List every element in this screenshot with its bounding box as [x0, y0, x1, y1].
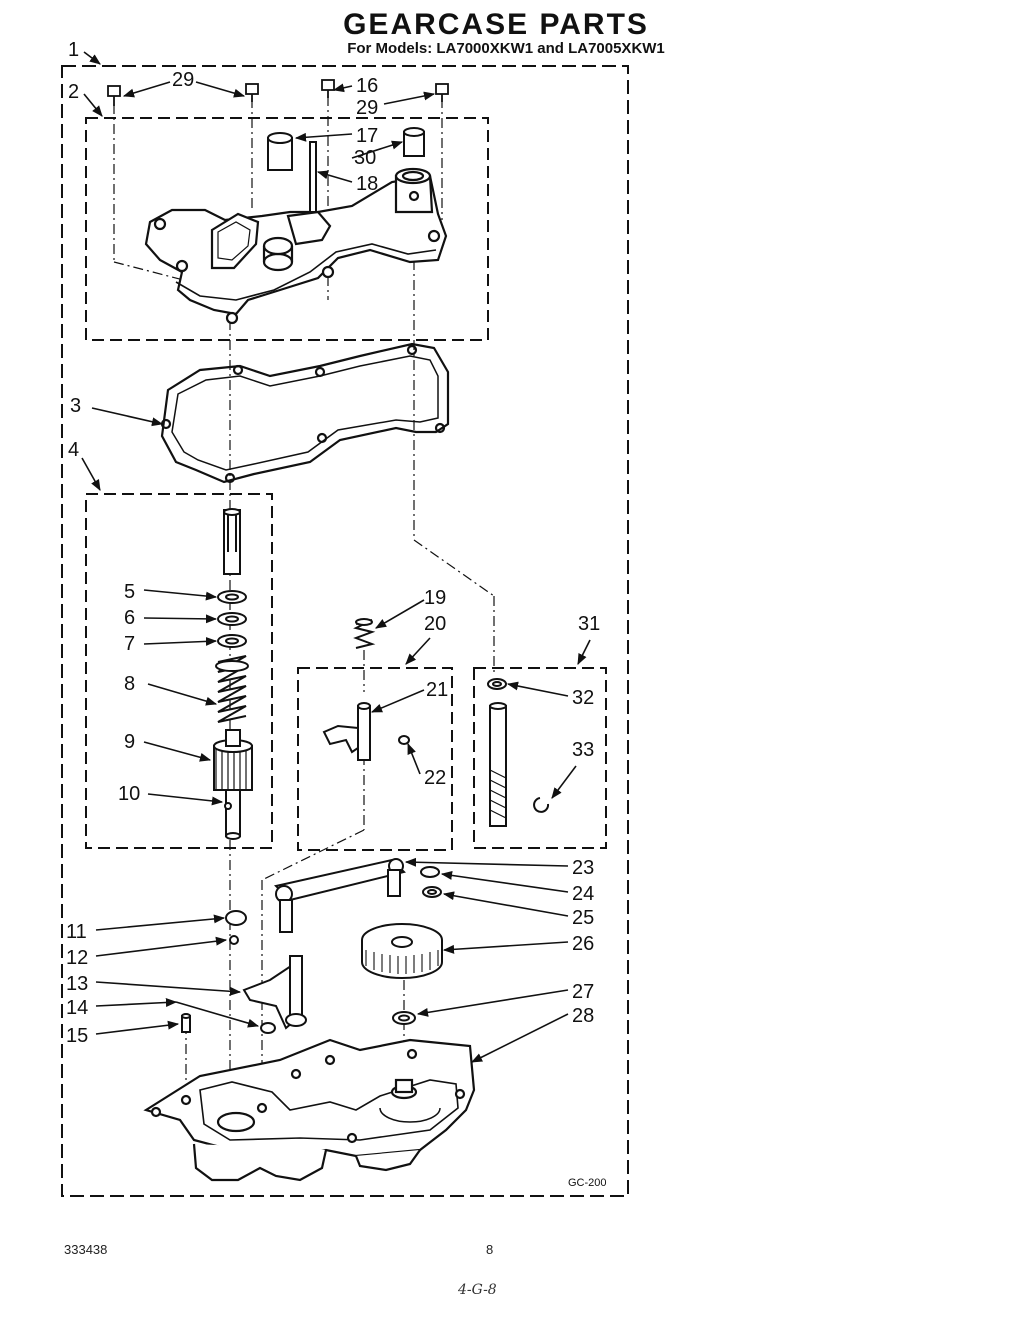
cover-screws	[107, 79, 449, 106]
callout-29: 29	[356, 97, 378, 119]
figure-code: GC-200	[568, 1177, 607, 1189]
callout-5: 5	[124, 581, 135, 603]
callout-31: 31	[578, 613, 600, 635]
callout-26: 26	[572, 933, 594, 955]
assembly-boundary	[61, 65, 629, 1197]
shift-group-box	[297, 667, 453, 851]
callout-4: 4	[68, 439, 79, 461]
callout-14: 14	[66, 997, 88, 1019]
pinion-shaft-assembly	[213, 508, 253, 840]
page-header: GEARCASE PARTS For Models: LA7000XKW1 an…	[0, 8, 1036, 57]
callout-12: 12	[66, 947, 88, 969]
callout-33: 33	[572, 739, 594, 761]
cover-group-box	[85, 117, 489, 341]
callout-13: 13	[66, 973, 88, 995]
models-subtitle: For Models: LA7000XKW1 and LA7005XKW1	[347, 40, 665, 57]
callout-15: 15	[66, 1025, 88, 1047]
gearcase-cover	[144, 167, 448, 325]
page-title: GEARCASE PARTS	[343, 8, 649, 41]
gearcase-gasket	[160, 342, 450, 484]
callout-25: 25	[572, 907, 594, 929]
drive-shaft-group-box	[473, 667, 607, 849]
cover-bushings	[267, 127, 425, 213]
handwritten-note: 4-G-8	[458, 1282, 497, 1298]
lower-gear-parts	[181, 858, 443, 1034]
pinion-group-box	[85, 493, 273, 849]
callout-7: 7	[124, 633, 135, 655]
callout-29: 29	[172, 69, 194, 91]
callout-9: 9	[124, 731, 135, 753]
callout-23: 23	[572, 857, 594, 879]
callout-11: 11	[66, 921, 87, 943]
drive-shaft-assembly	[487, 678, 550, 827]
callout-2: 2	[68, 81, 79, 103]
callout-8: 8	[124, 673, 135, 695]
callout-24: 24	[572, 883, 594, 905]
callout-19: 19	[424, 587, 446, 609]
callout-17: 17	[356, 125, 378, 147]
callout-1: 1	[68, 39, 79, 61]
callout-22: 22	[424, 767, 446, 789]
shift-fork-assembly	[322, 618, 410, 761]
callout-10: 10	[118, 783, 140, 805]
document-number: 333438	[64, 1242, 108, 1257]
callout-20: 20	[424, 613, 446, 635]
page-number: 8	[486, 1242, 494, 1257]
callout-16: 16	[356, 75, 378, 97]
callout-18: 18	[356, 173, 378, 195]
callout-6: 6	[124, 607, 135, 629]
callout-28: 28	[572, 1005, 594, 1027]
callout-32: 32	[572, 687, 594, 709]
callout-3: 3	[70, 395, 81, 417]
callout-30: 30	[354, 147, 376, 169]
callout-21: 21	[426, 679, 448, 701]
callout-27: 27	[572, 981, 594, 1003]
gearcase-housing	[143, 1038, 476, 1182]
